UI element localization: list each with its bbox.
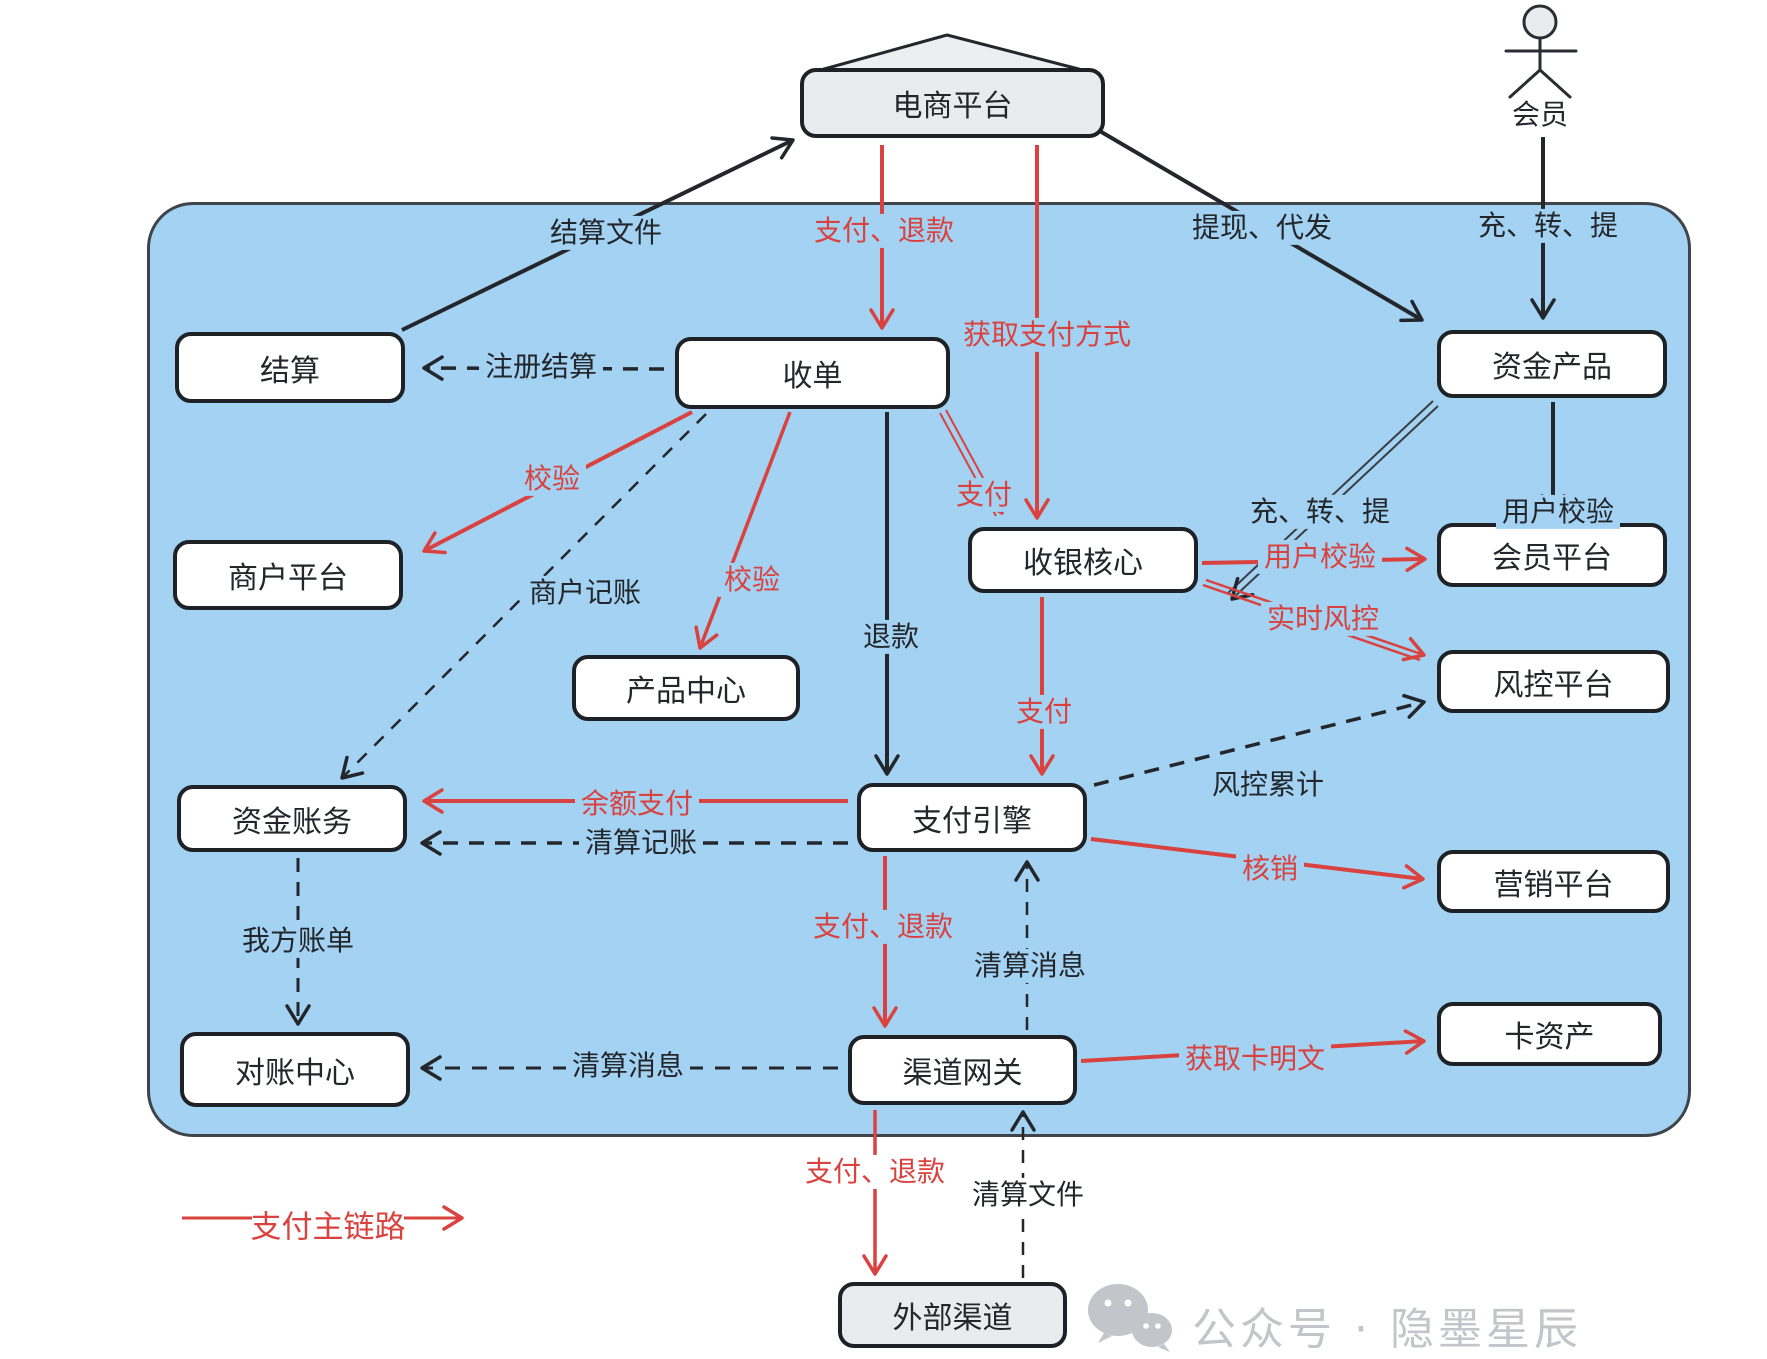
edge-label-reg-settle: 注册结算 bbox=[478, 349, 604, 385]
node-acquiring: 收单 bbox=[675, 337, 950, 409]
edge-label-get-card: 获取卡明文 bbox=[1178, 1041, 1332, 1077]
legend-main-payment-link: 支付主链路 bbox=[250, 1209, 406, 1246]
node-ecommerce-platform: 电商平台 bbox=[800, 68, 1105, 138]
edge-label-czt-top: 充、转、提 bbox=[1471, 208, 1625, 244]
node-label: 商户平台 bbox=[228, 561, 348, 596]
edge-label-czt-inner: 充、转、提 bbox=[1243, 494, 1397, 530]
node-label: 风控平台 bbox=[1493, 667, 1614, 703]
edge-label-hexiao: 核销 bbox=[1235, 851, 1305, 887]
node-external-channel: 外部渠道 bbox=[838, 1282, 1067, 1348]
node-label: 资金产品 bbox=[1492, 350, 1612, 385]
node-label: 外部渠道 bbox=[892, 1301, 1013, 1336]
member-actor-label: 会员 bbox=[1511, 98, 1569, 131]
node-risk-platform: 风控平台 bbox=[1437, 650, 1670, 713]
edge-label-check-merchant: 校验 bbox=[517, 461, 587, 497]
edge-label-pay-engine: 支付 bbox=[1009, 694, 1079, 730]
edge-label-clearing-file: 清算文件 bbox=[965, 1177, 1091, 1213]
edge-label-settle-file: 结算文件 bbox=[543, 215, 669, 251]
node-label: 收银核心 bbox=[1023, 546, 1143, 581]
watermark-text: 公众号 · 隐墨星辰 bbox=[1192, 1304, 1582, 1355]
node-label: 收单 bbox=[782, 359, 843, 394]
edge-label-risk-accum: 风控累计 bbox=[1205, 767, 1331, 803]
node-label: 对账中心 bbox=[235, 1055, 355, 1091]
node-merchant-platform: 商户平台 bbox=[173, 540, 403, 610]
node-payment-engine: 支付引擎 bbox=[857, 783, 1087, 852]
edge-label-withdraw-df: 提现、代发 bbox=[1185, 210, 1339, 246]
wechat-icon bbox=[1088, 1284, 1172, 1352]
node-fund-accounting: 资金账务 bbox=[177, 785, 407, 852]
edge-label-user-check-black: 用户校验 bbox=[1495, 494, 1621, 530]
edge-label-pay-refund-ext: 支付、退款 bbox=[798, 1154, 952, 1190]
node-cashier-core: 收银核心 bbox=[968, 527, 1198, 593]
edge-label-merchant-acct: 商户记账 bbox=[522, 575, 648, 611]
edge-label-check-product: 校验 bbox=[717, 562, 787, 598]
edge-risk-accum bbox=[1093, 693, 1426, 787]
node-label: 电商平台 bbox=[892, 89, 1013, 124]
edge-reg-settle bbox=[422, 355, 665, 381]
node-settlement: 结算 bbox=[175, 332, 405, 403]
node-label: 资金账务 bbox=[232, 804, 352, 840]
edge-label-pay-refund-mid: 支付、退款 bbox=[806, 909, 960, 945]
edge-label-realtime-risk: 实时风控 bbox=[1260, 601, 1386, 637]
node-channel-gateway: 渠道网关 bbox=[848, 1035, 1077, 1105]
node-label: 支付引擎 bbox=[912, 803, 1032, 839]
edge-label-our-bill: 我方账单 bbox=[235, 923, 361, 959]
member-actor-icon bbox=[1504, 4, 1578, 99]
edge-label-balance-pay: 余额支付 bbox=[574, 786, 700, 822]
node-label: 产品中心 bbox=[626, 674, 746, 709]
node-member-platform: 会员平台 bbox=[1437, 523, 1667, 587]
node-label: 卡资产 bbox=[1504, 1020, 1595, 1055]
node-label: 会员平台 bbox=[1492, 541, 1612, 576]
edge-label-clearing-msg-up: 清算消息 bbox=[967, 948, 1093, 984]
node-reconciliation-center: 对账中心 bbox=[180, 1032, 410, 1107]
edge-check-product bbox=[694, 411, 792, 650]
edge-label-clearing-msg-left: 清算消息 bbox=[565, 1048, 691, 1084]
node-fund-product: 资金产品 bbox=[1437, 330, 1667, 398]
edge-label-clearing-acct: 清算记账 bbox=[578, 825, 704, 861]
node-label: 营销平台 bbox=[1493, 867, 1614, 903]
node-product-center: 产品中心 bbox=[572, 655, 800, 721]
node-card-asset: 卡资产 bbox=[1437, 1002, 1662, 1066]
node-marketing-platform: 营销平台 bbox=[1437, 850, 1670, 913]
node-label: 渠道网关 bbox=[902, 1056, 1023, 1091]
edge-label-get-pay-method: 获取支付方式 bbox=[956, 317, 1138, 353]
edge-label-pay-refund-top: 支付、退款 bbox=[807, 213, 961, 249]
edge-label-pay-acquire: 支付 bbox=[949, 477, 1019, 513]
node-label: 结算 bbox=[260, 353, 320, 389]
edge-label-refund: 退款 bbox=[856, 619, 926, 655]
edge-label-user-check-red: 用户校验 bbox=[1257, 539, 1383, 575]
